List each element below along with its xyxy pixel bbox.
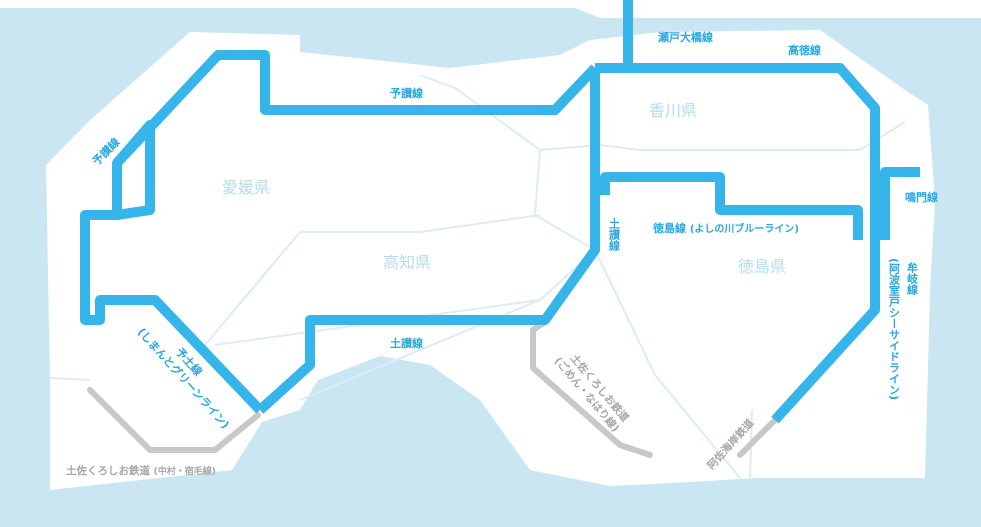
line-label-mugi: 牟岐線 (906, 261, 919, 296)
line-label-seto-ohashi: 瀬戸大橋線 (658, 30, 713, 44)
line-label-yosan-north: 予讃線 (390, 86, 423, 100)
private-railways (87, 319, 778, 458)
honshu-coast (0, 0, 981, 18)
dosan-line-north (256, 68, 600, 414)
pref-label-tokushima: 徳島県 (738, 257, 786, 276)
pref-label-kochi: 高知県 (383, 253, 431, 272)
asa-kaigan-railway (737, 417, 778, 458)
pref-label-ehime: 愛媛県 (222, 178, 270, 197)
label-tosa-nakamura: 土佐くろしお鉄道 (中村・宿毛線) (66, 464, 216, 477)
tokushima-line (600, 172, 863, 240)
shikoku-island (46, 30, 935, 490)
pref-label-kagawa: 香川県 (649, 101, 697, 120)
kotoku-line (595, 63, 880, 240)
yosan-line-loop (80, 120, 264, 414)
tosa-kuroshio-gomen-nahari-line (530, 319, 653, 458)
line-label-dosan-north: 土讃線 (608, 217, 621, 252)
line-label-dosan-south: 土讃線 (390, 336, 423, 350)
tokushima-line-name: 徳島線 (652, 221, 686, 235)
line-label-mugi-nickname: (阿波室戸シーサイドライン) (888, 258, 901, 400)
mugi-line (771, 240, 880, 424)
tosa-kuroshio-nakamura-sukumo-line (87, 387, 261, 453)
jr-lines (80, 0, 920, 424)
tosa-nakamura-name: 土佐くろしお鉄道 (66, 464, 150, 477)
naruto-line (880, 167, 920, 240)
tokushima-line-nickname: (よしの川ブルーライン) (690, 222, 799, 235)
line-label-kotoku: 高徳線 (788, 43, 821, 57)
line-label-naruto: 鳴門線 (905, 190, 938, 204)
tosa-nakamura-nickname: (中村・宿毛線) (154, 465, 216, 477)
line-label-tokushima: 徳島線 (よしの川ブルーライン) (652, 221, 799, 235)
